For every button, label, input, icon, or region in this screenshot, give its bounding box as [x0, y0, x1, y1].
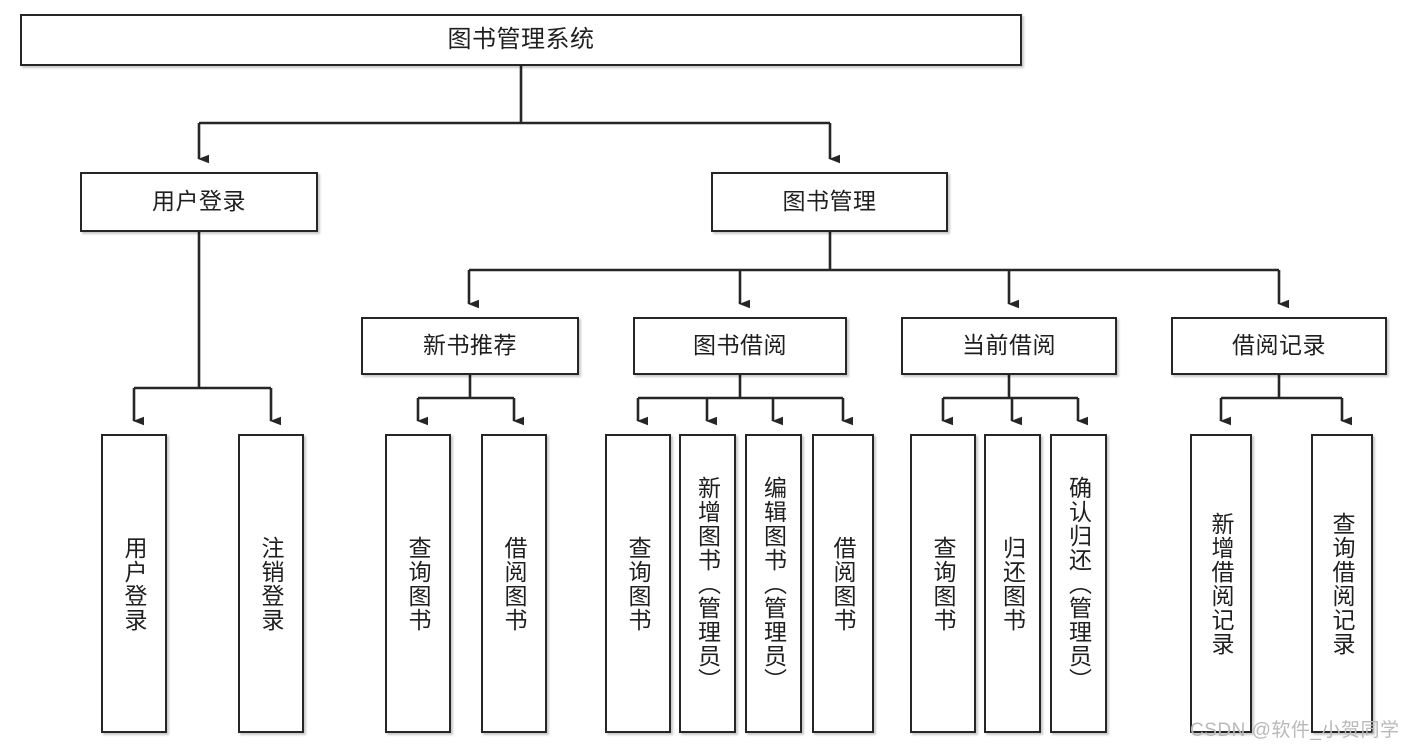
node-leaf-borrow-book-1-label: 借阅图书 — [501, 535, 528, 632]
node-new-book-rec[interactable]: 新书推荐 — [361, 317, 579, 375]
node-leaf-edit-book[interactable]: 编辑图书（管理员） — [745, 434, 802, 733]
node-leaf-return-book[interactable]: 归还图书 — [984, 434, 1041, 733]
node-current-borrow-label: 当前借阅 — [962, 332, 1056, 359]
node-user-login-label: 用户登录 — [152, 188, 246, 215]
node-leaf-borrow-book-1[interactable]: 借阅图书 — [481, 434, 547, 733]
node-book-borrow[interactable]: 图书借阅 — [633, 317, 847, 375]
node-leaf-query-book-1-label: 查询图书 — [405, 535, 432, 632]
node-leaf-user-login[interactable]: 用户登录 — [101, 434, 167, 733]
node-leaf-logout-label: 注销登录 — [258, 535, 285, 632]
node-leaf-query-book-3-label: 查询图书 — [930, 535, 957, 632]
node-leaf-user-login-label: 用户登录 — [121, 535, 148, 632]
node-borrow-record-label: 借阅记录 — [1232, 332, 1326, 359]
node-leaf-query-book-2-label: 查询图书 — [625, 535, 652, 632]
node-borrow-record[interactable]: 借阅记录 — [1171, 317, 1387, 375]
node-leaf-add-record[interactable]: 新增借阅记录 — [1190, 434, 1252, 733]
node-leaf-borrow-book-2-label: 借阅图书 — [830, 535, 857, 632]
node-book-borrow-label: 图书借阅 — [693, 332, 787, 359]
watermark-text: CSDN @软件_小贺同学 — [1190, 720, 1400, 741]
node-leaf-query-book-3[interactable]: 查询图书 — [910, 434, 976, 733]
node-leaf-query-book-1[interactable]: 查询图书 — [385, 434, 451, 733]
node-leaf-logout[interactable]: 注销登录 — [238, 434, 304, 733]
node-root-label: 图书管理系统 — [447, 25, 595, 53]
node-leaf-return-book-label: 归还图书 — [999, 535, 1026, 632]
node-leaf-borrow-book-2[interactable]: 借阅图书 — [812, 434, 874, 733]
node-leaf-edit-book-label: 编辑图书（管理员） — [760, 475, 787, 692]
node-leaf-query-record[interactable]: 查询借阅记录 — [1311, 434, 1373, 733]
node-leaf-query-book-2[interactable]: 查询图书 — [605, 434, 671, 733]
node-current-borrow[interactable]: 当前借阅 — [901, 317, 1117, 375]
node-root[interactable]: 图书管理系统 — [20, 14, 1022, 66]
node-leaf-confirm-return[interactable]: 确认归还（管理员） — [1050, 434, 1107, 733]
node-book-manage-label: 图书管理 — [782, 188, 877, 215]
node-leaf-add-book[interactable]: 新增图书（管理员） — [679, 434, 736, 733]
node-leaf-add-book-label: 新增图书（管理员） — [694, 475, 721, 692]
node-user-login[interactable]: 用户登录 — [80, 172, 318, 232]
node-leaf-add-record-label: 新增借阅记录 — [1208, 511, 1235, 656]
node-leaf-query-record-label: 查询借阅记录 — [1329, 511, 1356, 656]
node-new-book-rec-label: 新书推荐 — [423, 332, 517, 359]
node-book-manage[interactable]: 图书管理 — [711, 172, 948, 232]
node-leaf-confirm-return-label: 确认归还（管理员） — [1065, 475, 1092, 692]
